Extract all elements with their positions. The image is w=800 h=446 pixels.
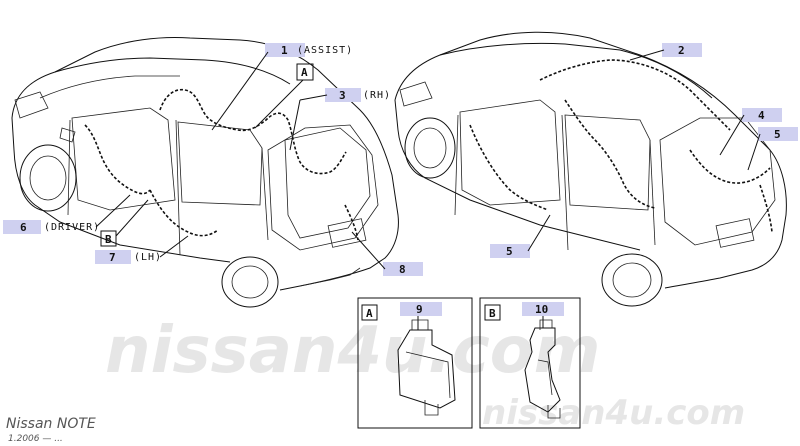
svg-text:8: 8 [399, 263, 406, 276]
callout-5-right[interactable]: 5 [747, 127, 798, 171]
svg-text:(ASSIST): (ASSIST) [297, 45, 353, 56]
model-name: Nissan NOTE [6, 416, 96, 432]
callout-10[interactable]: 10 [522, 302, 564, 328]
detail-ref-a-car[interactable]: A [254, 63, 314, 129]
callout-9[interactable]: 9 [400, 302, 442, 330]
right-car-drawing [394, 31, 787, 307]
svg-text:3: 3 [339, 89, 346, 102]
svg-text:7: 7 [109, 251, 116, 264]
detail-box-a: A 9 [357, 297, 473, 429]
callout-5-left[interactable]: 5 [490, 214, 551, 258]
svg-text:1: 1 [281, 44, 288, 57]
callout-1[interactable]: 1 (ASSIST) [211, 43, 353, 131]
callout-3[interactable]: 3 (RH) [289, 88, 391, 151]
svg-text:B: B [489, 307, 496, 320]
model-date: 1.2006 — ... [8, 434, 63, 444]
detail-ref-b-car[interactable]: B [100, 199, 149, 247]
callout-6[interactable]: 6 (DRIVER) [3, 194, 131, 234]
left-car-drawing [11, 37, 399, 308]
callout-2[interactable]: 2 [629, 43, 702, 61]
svg-text:(DRIVER): (DRIVER) [44, 222, 100, 233]
callout-8[interactable]: 8 [351, 231, 423, 276]
svg-text:9: 9 [416, 303, 423, 316]
detail-box-b: B 10 [479, 297, 581, 429]
svg-text:5: 5 [506, 245, 513, 258]
svg-text:2: 2 [678, 44, 685, 57]
svg-text:A: A [301, 66, 308, 79]
svg-text:6: 6 [20, 221, 27, 234]
svg-text:A: A [366, 307, 373, 320]
watermark-center: nissan4u.com [105, 314, 600, 388]
svg-text:10: 10 [535, 303, 548, 316]
svg-text:5: 5 [774, 128, 781, 141]
svg-text:B: B [105, 233, 112, 246]
svg-text:4: 4 [758, 109, 765, 122]
callout-7[interactable]: 7 (LH) [95, 235, 189, 264]
svg-text:(LH): (LH) [134, 252, 162, 263]
svg-text:(RH): (RH) [363, 90, 391, 101]
callout-4[interactable]: 4 [719, 108, 782, 156]
watermark-corner: nissan4u.com [482, 393, 745, 433]
